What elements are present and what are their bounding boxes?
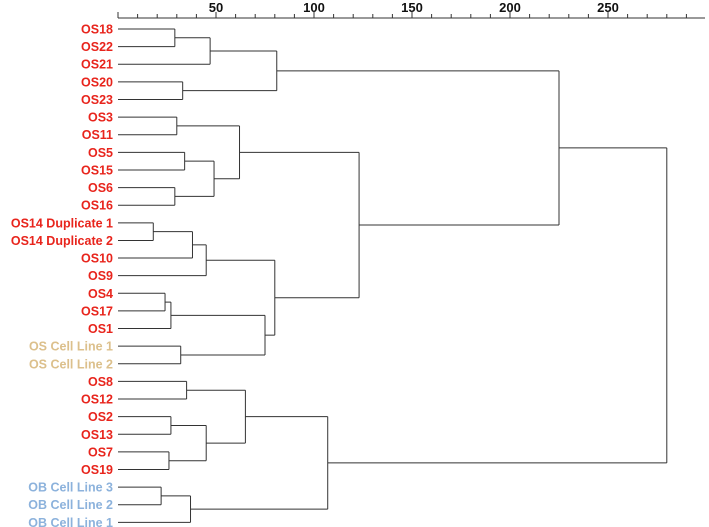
leaf-label: OS16 — [81, 199, 113, 213]
leaf-label: OS Cell Line 2 — [29, 357, 113, 371]
leaf-label: OS7 — [88, 445, 113, 459]
x-tick-label: 100 — [303, 0, 325, 15]
leaf-label: OS18 — [81, 23, 113, 37]
leaf-label: OS21 — [81, 58, 113, 72]
leaf-label: OS17 — [81, 304, 113, 318]
leaf-label: OS13 — [81, 428, 113, 442]
x-tick-label: 150 — [401, 0, 423, 15]
leaf-label: OS Cell Line 1 — [29, 340, 113, 354]
leaf-label: OS6 — [88, 181, 113, 195]
x-tick-label: 250 — [597, 0, 619, 15]
leaf-label: OS23 — [81, 93, 113, 107]
leaf-label: OS3 — [88, 111, 113, 125]
leaf-label: OS11 — [82, 128, 113, 142]
leaf-label: OS20 — [81, 75, 113, 89]
leaf-label: OB Cell Line 2 — [28, 498, 113, 512]
leaf-label: OS14 Duplicate 2 — [11, 234, 113, 248]
leaf-label: OB Cell Line 3 — [28, 481, 113, 495]
leaf-label: OS1 — [88, 322, 113, 336]
leaf-label: OS2 — [88, 410, 113, 424]
dendrogram-branches — [118, 28, 668, 523]
leaf-label: OB Cell Line 1 — [28, 516, 113, 527]
leaf-label: OS15 — [81, 163, 113, 177]
x-tick-label: 50 — [209, 0, 223, 15]
leaf-label: OS12 — [81, 393, 113, 407]
leaf-label: OS22 — [81, 40, 113, 54]
x-axis: 50 100 150 200 250 — [117, 0, 705, 19]
leaf-label: OS5 — [88, 146, 113, 160]
leaf-label: OS19 — [81, 463, 113, 477]
leaf-labels: OS18OS22OS21OS20OS23OS3OS11OS5OS15OS6OS1… — [11, 23, 113, 527]
leaf-label: OS8 — [88, 375, 113, 389]
leaf-label: OS14 Duplicate 1 — [11, 216, 113, 230]
leaf-label: OS4 — [88, 287, 113, 301]
leaf-label: OS9 — [88, 269, 113, 283]
x-tick-label: 200 — [499, 0, 521, 15]
leaf-label: OS10 — [81, 252, 113, 266]
